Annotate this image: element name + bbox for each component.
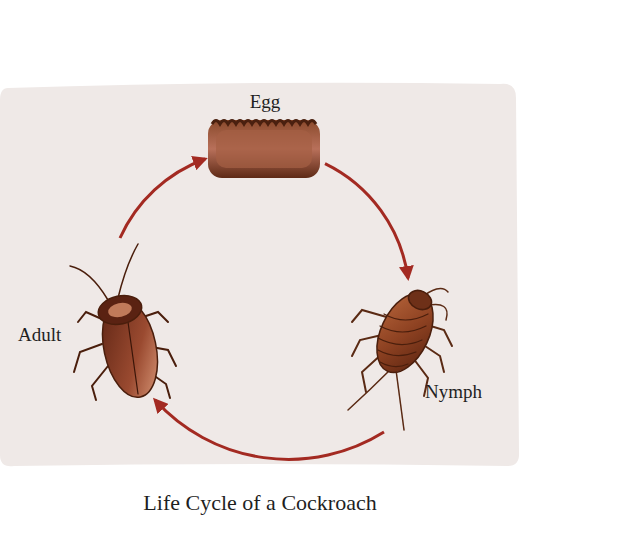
cycle-arrow — [120, 159, 205, 238]
egg-case — [208, 120, 320, 178]
nymph-illustration — [348, 285, 452, 430]
nymph-stage: Nymph — [345, 278, 495, 432]
cycle-arrow — [325, 164, 408, 278]
stage-label: Adult — [18, 325, 61, 346]
stage-label: Egg — [250, 92, 281, 113]
cycle-arrow — [155, 400, 384, 459]
background-panel — [0, 83, 519, 467]
adult-illustration — [70, 244, 176, 402]
egg-stage: Egg — [205, 90, 325, 182]
stage-label: Nymph — [425, 382, 482, 403]
caption: Life Cycle of a Cockroach — [0, 490, 520, 516]
adult-stage: Adult — [15, 238, 190, 400]
